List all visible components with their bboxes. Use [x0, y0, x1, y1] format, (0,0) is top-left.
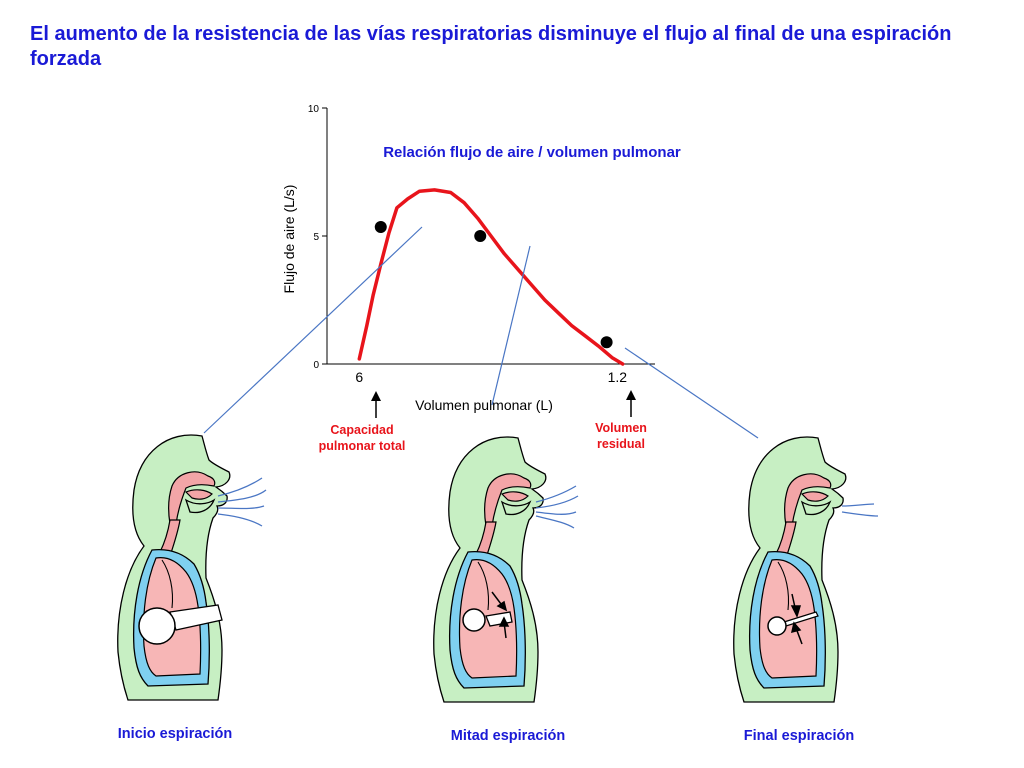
- stage-label-mid: Mitad espiración: [451, 728, 565, 744]
- guide-line-start: [203, 226, 423, 434]
- exhaled-air-icon-medium: [535, 485, 579, 529]
- stage-label-end: Final espiración: [744, 728, 854, 744]
- x-marker-tlc-label: 6: [355, 369, 363, 385]
- y-tick-label: 0: [313, 360, 319, 371]
- curve-point: [374, 221, 387, 234]
- alveolus-large: [138, 604, 223, 645]
- y-tick-label: 10: [308, 104, 320, 115]
- airway-collapse-arrows: [790, 593, 803, 645]
- curve-point: [600, 336, 613, 349]
- curve-point: [474, 230, 487, 242]
- guide-line-mid: [491, 245, 531, 406]
- y-tick-label: 5: [313, 232, 319, 243]
- person-illustration-mid: [433, 436, 547, 703]
- x-marker-rv-label: 1.2: [608, 369, 628, 385]
- x-axis-label: Volumen pulmonar (L): [415, 397, 553, 413]
- flow-volume-chart: 10 5 0 Relación flujo de aire / volumen pu…: [281, 104, 681, 413]
- stage-start-figure: [117, 434, 267, 701]
- person-illustration-end: [733, 436, 847, 703]
- guide-line-end: [624, 347, 759, 439]
- stage-mid-figure: [433, 436, 579, 703]
- alveolus-small: [767, 611, 819, 636]
- flow-volume-curve: [357, 188, 625, 366]
- airway-compression-arrows: [491, 591, 510, 639]
- exhaled-air-icon-weak: [841, 503, 879, 517]
- stage-label-start: Inicio espiración: [118, 726, 232, 742]
- slide-title: El aumento de la resistencia de las vías…: [30, 23, 952, 70]
- exhaled-air-icon-strong: [217, 477, 267, 527]
- chart-title: Relación flujo de aire / volumen pulmona…: [383, 144, 681, 161]
- guide-lines: [203, 226, 759, 439]
- person-illustration-start: [117, 434, 231, 701]
- y-axis-label: Flujo de aire (L/s): [281, 185, 297, 294]
- stage-end-figure: [733, 436, 879, 703]
